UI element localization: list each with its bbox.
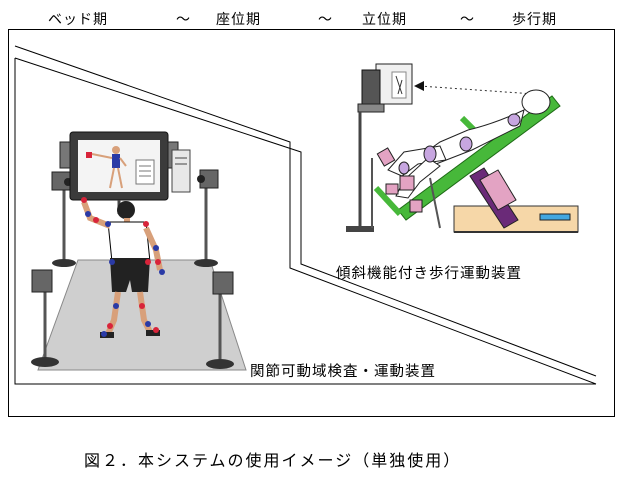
room-outline	[14, 58, 596, 385]
phase-separator-1: 〜	[176, 12, 190, 28]
limb-pads	[376, 113, 521, 213]
camera-units	[31, 169, 234, 295]
sight-arrow	[414, 81, 424, 91]
label-rom-exercise-device: 関節可動域検査・運動装置	[250, 364, 436, 380]
sight-line	[419, 85, 535, 95]
phase-standing: 立位期	[362, 12, 407, 28]
phase-bed: ベッド期	[48, 12, 108, 28]
phase-separator-3: 〜	[460, 12, 474, 28]
pole-bases	[31, 259, 234, 369]
camera-poles	[43, 182, 222, 360]
tilt-monitor	[346, 63, 413, 232]
phase-separator-2: 〜	[318, 12, 332, 28]
figure-caption: 図２．本システムの使用イメージ（単独使用）	[84, 451, 462, 470]
phase-sitting: 座位期	[216, 12, 261, 28]
footplate-frame	[373, 185, 403, 217]
motion-markers	[81, 197, 165, 337]
label-tilt-walking-device: 傾斜機能付き歩行運動装置	[336, 266, 522, 282]
actuator-rod	[539, 213, 571, 221]
partition-line-inner	[14, 57, 597, 377]
partition-line-outer	[14, 45, 597, 385]
display-monitor	[59, 131, 191, 201]
phase-walking: 歩行期	[512, 12, 557, 28]
outer-frame	[8, 29, 615, 417]
